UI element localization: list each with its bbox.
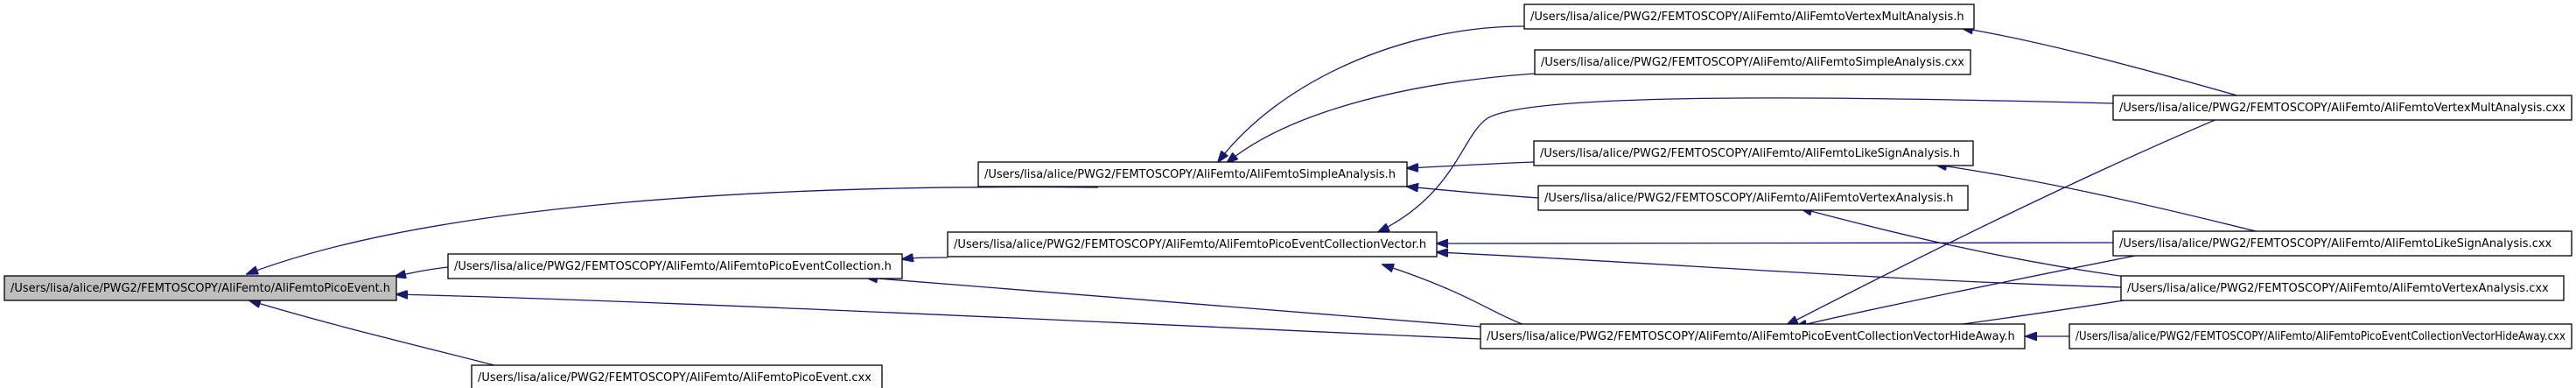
node-aliFemtoVertexMultAnalysis-h[interactable]: /Users/lisa/alice/PWG2/FEMTOSCOPY/AliFem… — [1523, 4, 1975, 30]
node-aliFemtoLikeSignAnalysis-h[interactable]: /Users/lisa/alice/PWG2/FEMTOSCOPY/AliFem… — [1533, 140, 1974, 166]
edge-vertexmultanalysis-cxx-to-vertexmultanalysis-h — [1962, 28, 2241, 97]
node-aliFemtoPicoEvent-h[interactable]: /Users/lisa/alice/PWG2/FEMTOSCOPY/AliFem… — [4, 275, 397, 301]
node-aliFemtoVertexMultAnalysis-cxx[interactable]: /Users/lisa/alice/PWG2/FEMTOSCOPY/AliFem… — [2112, 95, 2572, 121]
node-label: /Users/lisa/alice/PWG2/FEMTOSCOPY/AliFem… — [2076, 330, 2566, 343]
node-label: /Users/lisa/alice/PWG2/FEMTOSCOPY/AliFem… — [954, 238, 1426, 251]
node-label: /Users/lisa/alice/PWG2/FEMTOSCOPY/AliFem… — [1540, 147, 1960, 160]
node-aliFemtoSimpleAnalysis-h[interactable]: /Users/lisa/alice/PWG2/FEMTOSCOPY/AliFem… — [977, 161, 1408, 187]
edge-hideaway-h-to-collectionvector-h — [1382, 265, 1525, 326]
node-aliFemtoSimpleAnalysis-cxx[interactable]: /Users/lisa/alice/PWG2/FEMTOSCOPY/AliFem… — [1534, 49, 1971, 75]
node-aliFemtoPicoEventCollectionVectorHideAway-cxx[interactable]: /Users/lisa/alice/PWG2/FEMTOSCOPY/AliFem… — [2068, 323, 2572, 349]
node-aliFemtoPicoEventCollectionVectorHideAway-h[interactable]: /Users/lisa/alice/PWG2/FEMTOSCOPY/AliFem… — [1480, 323, 2026, 349]
edge-picoeventcollection-h-to-picoevent-h — [395, 266, 449, 277]
edge-collectionvector-h-to-picoeventcollection-h — [902, 257, 948, 259]
node-label: /Users/lisa/alice/PWG2/FEMTOSCOPY/AliFem… — [984, 168, 1396, 181]
node-label: /Users/lisa/alice/PWG2/FEMTOSCOPY/AliFem… — [10, 282, 390, 295]
edge-vertexanalysis-cxx-to-collectionvector-h — [1437, 252, 2122, 288]
edge-picoevent-cxx-to-picoevent-h — [249, 300, 526, 374]
node-aliFemtoVertexAnalysis-h[interactable]: /Users/lisa/alice/PWG2/FEMTOSCOPY/AliFem… — [1537, 185, 1969, 211]
edges — [247, 25, 2267, 374]
edge-hideaway-h-to-picoevent-h — [396, 294, 1481, 340]
node-label: /Users/lisa/alice/PWG2/FEMTOSCOPY/AliFem… — [1544, 192, 1953, 205]
edge-vertexanalysis-cxx-to-vertexanalysis-h — [1801, 208, 2153, 281]
edge-vertexmultanalysis-h-to-simpleanalysis-h — [1218, 25, 1525, 162]
node-label: /Users/lisa/alice/PWG2/FEMTOSCOPY/AliFem… — [2127, 282, 2549, 295]
edge-simpleanalysis-cxx-to-simpleanalysis-h — [1227, 73, 1536, 163]
node-aliFemtoPicoEventCollectionVector-h[interactable]: /Users/lisa/alice/PWG2/FEMTOSCOPY/AliFem… — [947, 231, 1438, 257]
node-aliFemtoPicoEvent-cxx[interactable]: /Users/lisa/alice/PWG2/FEMTOSCOPY/AliFem… — [471, 364, 883, 388]
node-label: /Users/lisa/alice/PWG2/FEMTOSCOPY/AliFem… — [2119, 237, 2552, 250]
node-label: /Users/lisa/alice/PWG2/FEMTOSCOPY/AliFem… — [2119, 102, 2566, 115]
edge-likesignanalysis-h-to-simpleanalysis-h — [1407, 161, 1535, 168]
node-label: /Users/lisa/alice/PWG2/FEMTOSCOPY/AliFem… — [1541, 56, 1964, 69]
node-label: /Users/lisa/alice/PWG2/FEMTOSCOPY/AliFem… — [454, 260, 892, 273]
node-label: /Users/lisa/alice/PWG2/FEMTOSCOPY/AliFem… — [1487, 330, 2015, 343]
node-label: /Users/lisa/alice/PWG2/FEMTOSCOPY/AliFem… — [478, 371, 872, 384]
edge-likesignanalysis-cxx-to-hideaway-h — [1796, 251, 2153, 327]
node-aliFemtoLikeSignAnalysis-cxx[interactable]: /Users/lisa/alice/PWG2/FEMTOSCOPY/AliFem… — [2112, 230, 2572, 257]
edge-hideaway-h-to-picoeventcollection-h — [866, 278, 1481, 328]
nodes: /Users/lisa/alice/PWG2/FEMTOSCOPY/AliFem… — [4, 4, 2572, 388]
edge-vertexanalysis-h-to-simpleanalysis-h — [1407, 187, 1539, 199]
node-aliFemtoPicoEventCollection-h[interactable]: /Users/lisa/alice/PWG2/FEMTOSCOPY/AliFem… — [447, 253, 903, 279]
node-label: /Users/lisa/alice/PWG2/FEMTOSCOPY/AliFem… — [1530, 11, 1964, 24]
edge-simpleanalysis-h-to-picoevent-h — [247, 186, 1099, 274]
edge-vertexmultanalysis-cxx-to-hideaway-h — [1787, 109, 2241, 325]
node-aliFemtoVertexAnalysis-cxx[interactable]: /Users/lisa/alice/PWG2/FEMTOSCOPY/AliFem… — [2120, 275, 2565, 301]
edge-vertexmultanalysis-cxx-to-collectionvector-h — [1378, 97, 2114, 232]
edge-likesignanalysis-cxx-to-likesignanalysis-h — [1936, 165, 2267, 235]
